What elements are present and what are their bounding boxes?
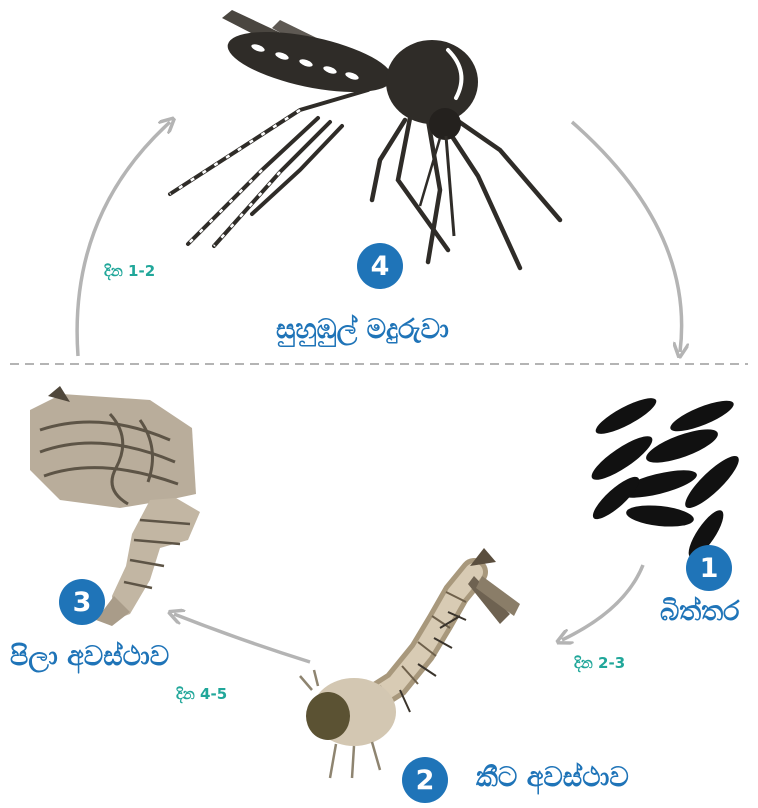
larva-icon (300, 548, 520, 778)
arrow-pupa-to-adult (77, 122, 170, 356)
eggs-icon (587, 392, 745, 562)
arrow-adult-to-eggs (572, 122, 682, 352)
duration-label-larva-to-pupa: දින 4-5 (176, 687, 227, 702)
duration-label-eggs-to-larva: දින 2-3 (574, 656, 625, 671)
stage-number-badge: 2 (402, 757, 448, 803)
pupa-icon (30, 386, 200, 626)
arrow-larva-to-pupa (174, 614, 310, 662)
adult-mosquito-icon (170, 10, 560, 268)
duration-label-pupa-to-adult: දින 1-2 (104, 264, 155, 279)
stage-number-badge: 4 (357, 243, 403, 289)
stage-label-larva: කීට අවස්ථාව (476, 764, 629, 791)
arrow-eggs-to-larva (562, 565, 643, 640)
stage-number-badge: 3 (59, 579, 105, 625)
stage-label-eggs: බිත්තර (660, 598, 739, 625)
stage-number-badge: 1 (686, 545, 732, 591)
stage-label-pupa: පිලා අවස්ථාව (10, 643, 169, 670)
stage-label-adult: සුහුඹුල් මදුරුවා (276, 316, 449, 343)
